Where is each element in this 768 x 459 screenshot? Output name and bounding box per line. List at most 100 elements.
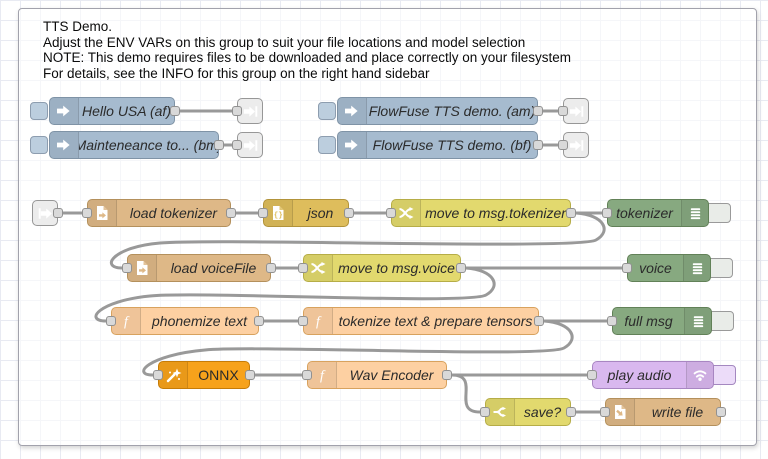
node-label: json — [307, 205, 334, 221]
debug-sidebar-icon — [688, 206, 703, 221]
output-port[interactable] — [170, 106, 180, 116]
link-out-icon — [569, 138, 584, 153]
output-port[interactable] — [53, 208, 63, 218]
input-port[interactable] — [82, 208, 92, 218]
inject-arrow-icon — [56, 103, 72, 119]
function-icon: f — [310, 313, 326, 330]
node-linkout-4[interactable] — [558, 132, 589, 158]
icon-strip — [338, 132, 367, 158]
speaker-waves-icon — [692, 367, 708, 383]
svg-text:f: f — [316, 315, 322, 330]
node-move-voice[interactable]: move to msg.voice — [298, 254, 466, 282]
node-switch-save[interactable]: save? — [480, 398, 576, 426]
input-port[interactable] — [298, 316, 308, 326]
comment-line: NOTE: This demo requires files to be dow… — [43, 50, 572, 65]
node-move-tokenizer[interactable]: move to msg.tokenizer — [386, 199, 576, 227]
output-port[interactable] — [534, 316, 544, 326]
node-write-file[interactable]: write file — [600, 398, 726, 426]
input-port[interactable] — [558, 140, 568, 150]
node-inject-flowfuse-am[interactable]: FlowFuse TTS demo. (am) — [337, 97, 543, 125]
output-port[interactable] — [442, 370, 452, 380]
input-port[interactable] — [106, 316, 116, 326]
node-inject-maintenance[interactable]: Mainteneance to... (bm) — [49, 131, 224, 159]
svg-text:f: f — [124, 315, 130, 330]
input-port[interactable] — [622, 263, 632, 273]
node-inject-hello[interactable]: Hello USA (af) — [49, 97, 180, 125]
input-port[interactable] — [386, 208, 396, 218]
node-debug-fullmsg[interactable]: full msg — [607, 307, 712, 335]
input-port[interactable] — [122, 263, 132, 273]
node-linkin-1[interactable] — [32, 200, 63, 226]
wire[interactable] — [142, 319, 574, 377]
output-port[interactable] — [456, 263, 466, 273]
input-port[interactable] — [600, 407, 610, 417]
output-port[interactable] — [214, 140, 224, 150]
icon-strip — [304, 255, 333, 281]
link-out-icon — [243, 104, 258, 119]
node-linkout-1[interactable] — [232, 98, 263, 124]
icon-strip — [88, 200, 117, 226]
shuffle-icon — [310, 260, 326, 276]
node-inject-flowfuse-bf[interactable]: FlowFuse TTS demo. (bf) — [337, 131, 543, 159]
icon-strip — [338, 98, 367, 124]
output-port[interactable] — [716, 407, 726, 417]
input-port[interactable] — [302, 370, 312, 380]
input-port[interactable] — [558, 106, 568, 116]
node-linkout-3[interactable] — [232, 132, 263, 158]
input-port[interactable] — [480, 407, 490, 417]
input-port[interactable] — [607, 316, 617, 326]
output-port[interactable] — [266, 263, 276, 273]
node-json-node[interactable]: {} json — [258, 199, 354, 227]
output-port[interactable] — [566, 407, 576, 417]
input-port[interactable] — [298, 263, 308, 273]
input-port[interactable] — [587, 370, 597, 380]
node-tokenize[interactable]: f tokenize text & prepare tensors — [298, 307, 544, 335]
comment-line: For details, see the INFO for this group… — [43, 65, 430, 81]
node-label: play audio — [607, 367, 672, 383]
inject-button[interactable] — [318, 102, 336, 120]
inject-button[interactable] — [318, 136, 336, 154]
debug-sidebar-icon — [691, 314, 706, 329]
node-phonemize[interactable]: f phonemize text — [106, 307, 264, 335]
node-label: full msg — [624, 313, 673, 329]
output-port[interactable] — [344, 208, 354, 218]
debug-sidebar-icon — [690, 261, 705, 276]
comment-line: Adjust the ENV VARs on this group to sui… — [43, 34, 526, 50]
node-debug-tokenizer[interactable]: tokenizer — [602, 199, 709, 227]
node-label: tokenize text & prepare tensors — [338, 313, 533, 329]
wire[interactable] — [94, 266, 496, 323]
input-port[interactable] — [258, 208, 268, 218]
node-play-audio[interactable]: play audio — [587, 361, 714, 389]
node-label: phonemize text — [152, 313, 247, 329]
svg-text:{}: {} — [274, 212, 283, 220]
input-port[interactable] — [232, 140, 242, 150]
output-port[interactable] — [254, 316, 264, 326]
icon-strip — [128, 255, 157, 281]
node-load-voicefile[interactable]: load voiceFile — [122, 254, 276, 282]
node-onnx[interactable]: ONNX — [153, 361, 255, 389]
output-port[interactable] — [245, 370, 255, 380]
input-port[interactable] — [602, 208, 612, 218]
output-port[interactable] — [226, 208, 236, 218]
inject-button[interactable] — [30, 136, 48, 154]
icon-strip — [486, 399, 515, 425]
output-port[interactable] — [566, 208, 576, 218]
inject-button[interactable] — [30, 102, 48, 120]
output-port[interactable] — [533, 106, 543, 116]
link-out-icon — [569, 104, 584, 119]
node-label: move to msg.voice — [338, 260, 455, 276]
node-debug-voice[interactable]: voice — [622, 254, 711, 282]
node-linkout-2[interactable] — [558, 98, 589, 124]
node-load-tokenizer[interactable]: load tokenizer — [82, 199, 236, 227]
output-port[interactable] — [533, 140, 543, 150]
wire[interactable] — [109, 211, 606, 270]
icon-strip — [392, 200, 421, 226]
file-in-icon — [94, 205, 110, 221]
inject-arrow-icon — [344, 103, 360, 119]
wire[interactable] — [450, 373, 482, 414]
input-port[interactable] — [232, 106, 242, 116]
input-port[interactable] — [153, 370, 163, 380]
group-info-text: TTS Demo. Adjust the ENV VARs on this gr… — [43, 19, 571, 81]
